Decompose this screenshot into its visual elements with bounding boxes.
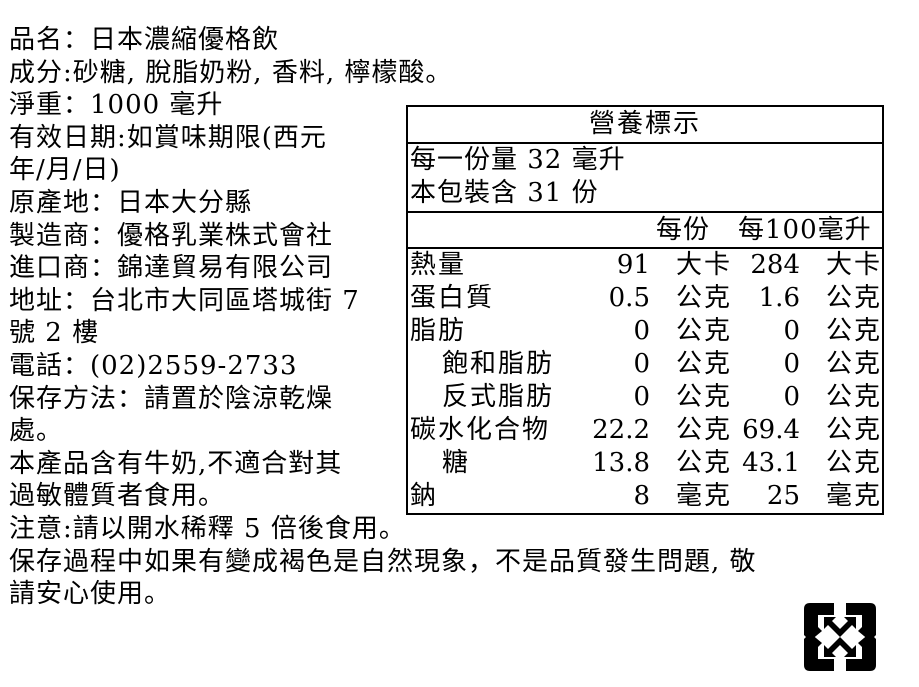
nutrient-row-sugar: 糖 13.8 公克 43.1 公克 xyxy=(408,447,882,480)
per-serving-unit: 公克 xyxy=(676,448,733,478)
col-header-per-100ml: 每100毫升 xyxy=(738,215,872,245)
per-serving-unit: 公克 xyxy=(676,316,733,346)
per-serving-value: 91 xyxy=(616,250,650,280)
phone-line: 電話：(02)2559-2733 xyxy=(9,350,298,381)
recycling-mark-icon xyxy=(802,601,878,673)
per-100-unit: 毫克 xyxy=(826,481,883,511)
product-label-text: 品名：日本濃縮優格飲 成分:砂糖, 脫脂奶粉, 香料, 檸檬酸。 淨重：1000… xyxy=(9,24,889,611)
color-change-note-line: 保存過程中如果有變成褐色是自然現象，不是品質發生問題, 敬 xyxy=(9,546,757,577)
address-line: 地址：台北市大同區塔城街 7 xyxy=(9,285,360,316)
nutrient-row-protein: 蛋白質 0.5 公克 1.6 公克 xyxy=(408,282,882,315)
address-line-cont: 號 2 樓 xyxy=(9,318,100,349)
product-name-line: 品名：日本濃縮優格飲 xyxy=(9,25,280,55)
nutrient-row-sodium: 鈉 8 毫克 25 毫克 xyxy=(408,480,882,513)
color-change-note-line-cont: 請安心使用。 xyxy=(9,579,172,610)
per-100-value: 43.1 xyxy=(742,448,800,478)
nutrient-name: 飽和脂肪 xyxy=(442,349,555,379)
nutrition-title: 營養標示 xyxy=(408,107,882,144)
per-serving-unit: 公克 xyxy=(676,382,733,412)
per-100-value: 0 xyxy=(783,349,800,379)
per-100-unit: 公克 xyxy=(826,316,883,346)
nutrient-name: 脂肪 xyxy=(410,316,467,346)
nutrient-name: 蛋白質 xyxy=(410,283,495,313)
storage-line: 保存方法：請置於陰涼乾燥 xyxy=(9,383,334,414)
ingredients-line: 成分:砂糖, 脫脂奶粉, 香料, 檸檬酸。 xyxy=(9,57,453,88)
nutrient-row-carbohydrate: 碳水化合物 22.2 公克 69.4 公克 xyxy=(408,414,882,447)
nutrient-row-saturated-fat: 飽和脂肪 0 公克 0 公克 xyxy=(408,348,882,381)
expiry-line-cont: 年/月/日) xyxy=(9,155,121,186)
per-serving-unit: 毫克 xyxy=(676,481,733,511)
allergy-line-cont: 過敏體質者食用。 xyxy=(9,481,226,512)
per-serving-value: 0 xyxy=(633,349,650,379)
nutrient-row-trans-fat: 反式脂肪 0 公克 0 公克 xyxy=(408,381,882,414)
nutrient-row-fat: 脂肪 0 公克 0 公克 xyxy=(408,315,882,348)
servings-per-package: 本包裝含 31 份 xyxy=(410,178,599,208)
per-serving-unit: 大卡 xyxy=(676,250,733,280)
nutrient-name: 鈉 xyxy=(410,481,439,511)
per-100-unit: 公克 xyxy=(826,415,883,445)
allergy-line: 本產品含有牛奶,不適合對其 xyxy=(9,448,343,479)
nutrition-facts-table: 營養標示 每一份量 32 毫升 本包裝含 31 份 每份 每100毫升 熱量 9… xyxy=(406,105,884,515)
dilution-note-line: 注意:請以開水稀釋 5 倍後食用。 xyxy=(9,513,406,544)
per-100-unit: 公克 xyxy=(826,382,883,412)
per-serving-value: 22.2 xyxy=(592,415,650,445)
net-volume-line: 淨重：1000 毫升 xyxy=(9,90,224,121)
per-100-value: 69.4 xyxy=(742,415,800,445)
per-100-value: 0 xyxy=(783,316,800,346)
per-serving-value: 8 xyxy=(633,481,650,511)
per-100-unit: 公克 xyxy=(826,349,883,379)
serving-info: 每一份量 32 毫升 本包裝含 31 份 xyxy=(408,144,882,213)
per-100-value: 284 xyxy=(750,250,800,280)
per-serving-value: 0.5 xyxy=(608,283,650,313)
per-100-value: 25 xyxy=(766,481,800,511)
nutrient-name: 碳水化合物 xyxy=(410,415,551,445)
per-serving-value: 13.8 xyxy=(592,448,650,478)
manufacturer-line: 製造商：優格乳業株式會社 xyxy=(9,220,334,251)
nutrient-rows: 熱量 91 大卡 284 大卡 蛋白質 0.5 公克 1.6 公克 脂肪 0 公… xyxy=(408,249,882,513)
per-serving-unit: 公克 xyxy=(676,415,733,445)
nutrient-name: 糖 xyxy=(442,448,471,478)
nutrient-name: 熱量 xyxy=(410,250,467,280)
col-header-per-serving: 每份 xyxy=(656,215,711,245)
nutrient-name: 反式脂肪 xyxy=(442,382,555,412)
origin-line: 原產地：日本大分縣 xyxy=(9,187,253,218)
per-100-unit: 公克 xyxy=(826,448,883,478)
importer-line: 進口商：錦達貿易有限公司 xyxy=(9,253,334,284)
per-serving-unit: 公克 xyxy=(676,283,733,313)
serving-size: 每一份量 32 毫升 xyxy=(410,145,626,175)
per-serving-value: 0 xyxy=(633,316,650,346)
per-100-unit: 公克 xyxy=(826,283,883,313)
per-100-value: 1.6 xyxy=(758,283,800,313)
expiry-line: 有效日期:如賞味期限(西元 xyxy=(9,122,327,153)
per-serving-unit: 公克 xyxy=(676,349,733,379)
per-100-value: 0 xyxy=(783,382,800,412)
column-headers: 每份 每100毫升 xyxy=(408,213,882,249)
nutrient-row-energy: 熱量 91 大卡 284 大卡 xyxy=(408,249,882,282)
storage-line-cont: 處。 xyxy=(9,416,64,447)
per-serving-value: 0 xyxy=(633,382,650,412)
per-100-unit: 大卡 xyxy=(826,250,883,280)
